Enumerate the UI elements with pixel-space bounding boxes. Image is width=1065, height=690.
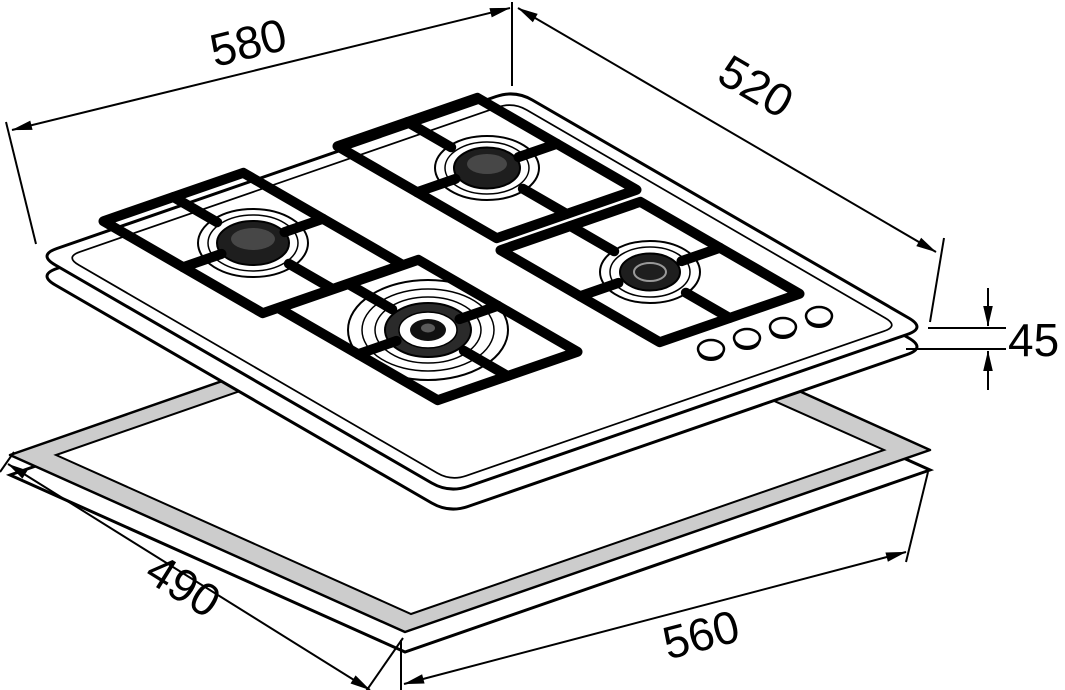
burner-cap-highlight bbox=[231, 228, 275, 250]
dimension-line bbox=[403, 551, 907, 685]
burner-left bbox=[197, 208, 309, 278]
burner-ring-2 bbox=[361, 288, 495, 372]
pan-support-finger bbox=[279, 213, 328, 238]
control-knobs bbox=[696, 305, 834, 361]
pan-support-finger bbox=[575, 277, 624, 302]
burner-cap bbox=[619, 252, 681, 292]
pan-support-finger bbox=[412, 173, 461, 198]
pan-support-frame-front bbox=[273, 254, 583, 406]
pan-support-finger bbox=[458, 345, 513, 381]
burner-cap-ring bbox=[633, 262, 667, 282]
burner-cap-highlight bbox=[467, 154, 507, 174]
extension-line bbox=[0, 451, 15, 473]
control-knob-2 bbox=[732, 327, 762, 350]
burner-center-dot bbox=[421, 323, 435, 333]
extension-line bbox=[929, 237, 945, 323]
dimension-label-cutout-width: 560 bbox=[657, 600, 744, 670]
extension-line bbox=[5, 121, 37, 245]
control-knob-4 bbox=[804, 305, 834, 328]
knob-top bbox=[732, 327, 762, 349]
knob-top bbox=[696, 338, 726, 360]
knob-top bbox=[804, 305, 834, 327]
pan-support-finger bbox=[343, 279, 398, 315]
dimension-label-hob-height: 45 bbox=[1008, 314, 1059, 366]
burner-ring-3 bbox=[374, 296, 482, 364]
dimension-line bbox=[7, 463, 371, 690]
dimension-label-hob-width: 580 bbox=[205, 8, 292, 77]
extension-line bbox=[365, 637, 404, 690]
pan-support-finger bbox=[680, 287, 735, 323]
dimension-line bbox=[517, 7, 937, 253]
knob-top bbox=[768, 316, 798, 338]
dimension-line bbox=[11, 7, 511, 131]
pan-support-finger bbox=[353, 335, 402, 360]
pan-support-finger bbox=[178, 248, 227, 273]
control-knob-3 bbox=[768, 316, 798, 339]
dim-hob-height: 45 bbox=[906, 288, 1059, 390]
pan-support-finger bbox=[454, 300, 503, 325]
dimension-label-hob-depth: 520 bbox=[710, 44, 803, 128]
pan-support-finger bbox=[168, 192, 223, 228]
hob bbox=[45, 92, 919, 511]
burner-right bbox=[599, 240, 701, 304]
pan-support-finger bbox=[283, 258, 338, 294]
extension-line bbox=[905, 471, 929, 563]
burner-mid-ring bbox=[207, 214, 299, 272]
control-knob-1 bbox=[696, 338, 726, 361]
